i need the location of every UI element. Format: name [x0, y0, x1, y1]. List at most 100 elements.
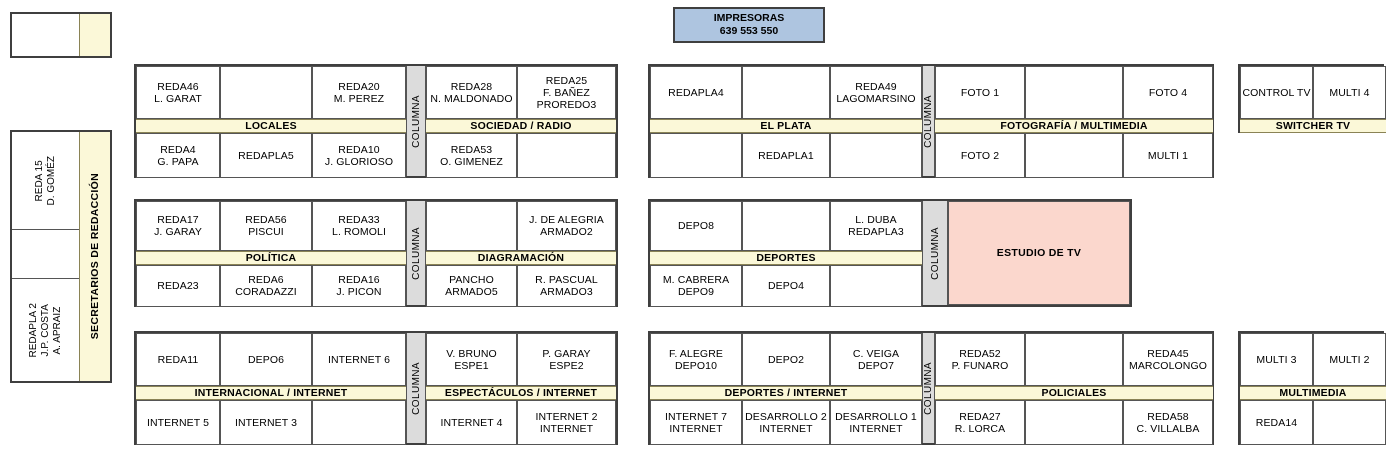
desk-cell[interactable]: REDAPLA5 — [220, 133, 312, 178]
desk-cell[interactable] — [1313, 400, 1386, 445]
desk-cell[interactable] — [517, 133, 616, 178]
desk-cell[interactable]: J. DE ALEGRIA ARMADO2 — [517, 201, 616, 251]
desk-cell[interactable]: DESARROLLO 1 INTERNET — [830, 400, 922, 445]
secretarios-cell[interactable]: REDAPLA 2 J.P. COSTA A. APRAIZ — [12, 278, 79, 381]
desk-cell[interactable]: REDA17 J. GARAY — [136, 201, 220, 251]
desk-row-top: FOTO 1 FOTO 4 — [935, 66, 1213, 119]
desk-cell[interactable]: REDA27 R. LORCA — [935, 400, 1025, 445]
desk-cell[interactable] — [742, 66, 830, 119]
desk-cell[interactable]: REDA14 — [1240, 400, 1313, 445]
desk-cell[interactable]: L. DUBA REDAPLA3 — [830, 201, 922, 251]
impresoras-title: IMPRESORAS — [713, 12, 785, 24]
desk-cell[interactable]: REDAPLA1 — [742, 133, 830, 178]
columna-label: COLUMNA — [410, 361, 422, 415]
desk-cell[interactable] — [830, 133, 922, 178]
desk-cell[interactable]: REDA23 — [136, 265, 220, 307]
desk-cell[interactable] — [742, 201, 830, 251]
desk-cell[interactable]: REDA10 J. GLORIOSO — [312, 133, 406, 178]
desk-cell[interactable]: REDA58 C. VILLALBA — [1123, 400, 1213, 445]
secretarios-stub-cell — [12, 14, 79, 56]
desk-cell[interactable] — [426, 201, 517, 251]
desk-row-top: REDA52 P. FUNARO REDA45 MARCOLONGO — [935, 333, 1213, 386]
columna-divider: COLUMNA — [922, 66, 935, 176]
desk-cell[interactable]: REDA56 PISCUI — [220, 201, 312, 251]
desk-cell[interactable]: REDA25 F. BAÑEZ PROREDO3 — [517, 66, 616, 119]
desk-row-bottom: FOTO 2 MULTI 1 — [935, 133, 1213, 178]
desk-cell[interactable]: REDA4 G. PAPA — [136, 133, 220, 178]
desk-cell[interactable]: R. PASCUAL ARMADO3 — [517, 265, 616, 307]
section-label-band: EL PLATA — [650, 119, 922, 133]
desk-cell[interactable]: REDA20 M. PEREZ — [312, 66, 406, 119]
desk-cell[interactable]: MULTI 1 — [1123, 133, 1213, 178]
desk-cell[interactable]: REDA46 L. GARAT — [136, 66, 220, 119]
desk-cell[interactable]: FOTO 2 — [935, 133, 1025, 178]
desk-cell[interactable]: INTERNET 6 — [312, 333, 406, 386]
columna-label: COLUMNA — [923, 361, 934, 415]
section-label-band: LOCALES — [136, 119, 406, 133]
desk-cell[interactable]: M. CABRERA DEPO9 — [650, 265, 742, 307]
desk-cell[interactable]: INTERNET 2 INTERNET — [517, 400, 616, 445]
columna-label: COLUMNA — [410, 226, 422, 280]
desk-cell[interactable]: REDA6 CORADAZZI — [220, 265, 312, 307]
desk-cell[interactable]: DEPO8 — [650, 201, 742, 251]
desk-cell[interactable]: DEPO6 — [220, 333, 312, 386]
secretarios-cells: REDA 15 D. GOMÉZ REDAPLA 2 J.P. COSTA A.… — [12, 132, 79, 381]
desk-cell[interactable] — [1025, 66, 1123, 119]
desk-cell[interactable]: MULTI 4 — [1313, 66, 1386, 119]
secretarios-cell[interactable]: REDA 15 D. GOMÉZ — [12, 132, 79, 231]
desk-cell[interactable]: INTERNET 3 — [220, 400, 312, 445]
desk-cell[interactable]: REDA49 LAGOMARSINO — [830, 66, 922, 119]
desk-cell[interactable]: P. GARAY ESPE2 — [517, 333, 616, 386]
desk-cell[interactable]: FOTO 1 — [935, 66, 1025, 119]
desk-row-top: REDAPLA4 REDA49 LAGOMARSINO — [650, 66, 922, 119]
desk-cell[interactable]: REDA45 MARCOLONGO — [1123, 333, 1213, 386]
section-label-band: DEPORTES / INTERNET — [650, 386, 922, 400]
secretarios-top-stub — [10, 12, 112, 58]
desk-cell[interactable] — [650, 133, 742, 178]
desk-row-top: REDA46 L. GARAT REDA20 M. PEREZ — [136, 66, 406, 119]
desk-cell[interactable]: INTERNET 7 INTERNET — [650, 400, 742, 445]
desk-cell[interactable]: DEPO4 — [742, 265, 830, 307]
desk-cell[interactable]: INTERNET 5 — [136, 400, 220, 445]
desk-cell[interactable]: MULTI 3 — [1240, 333, 1313, 386]
secretarios-band: SECRETARIOS DE REDACCIÓN — [79, 132, 110, 381]
desk-cell[interactable]: REDA11 — [136, 333, 220, 386]
desk-cell[interactable]: FOTO 4 — [1123, 66, 1213, 119]
desk-cell[interactable] — [220, 66, 312, 119]
desk-row-bottom: REDA14 — [1240, 400, 1386, 445]
desk-cell[interactable]: F. ALEGRE DEPO10 — [650, 333, 742, 386]
columna-label: COLUMNA — [410, 94, 422, 148]
desk-cell[interactable]: PANCHO ARMADO5 — [426, 265, 517, 307]
desk-cell[interactable]: REDA28 N. MALDONADO — [426, 66, 517, 119]
desk-cell[interactable] — [312, 400, 406, 445]
section-label-band: POLICIALES — [935, 386, 1213, 400]
desk-cell[interactable]: REDA33 L. ROMOLI — [312, 201, 406, 251]
desk-cell[interactable]: REDA16 J. PICON — [312, 265, 406, 307]
estudio-de-tv-room[interactable]: ESTUDIO DE TV — [948, 201, 1130, 305]
desk-cell[interactable]: CONTROL TV — [1240, 66, 1313, 119]
desk-cell[interactable]: REDA52 P. FUNARO — [935, 333, 1025, 386]
desk-cell[interactable]: REDA53 O. GIMENEZ — [426, 133, 517, 178]
desk-cell[interactable]: REDAPLA4 — [650, 66, 742, 119]
desk-cell[interactable] — [1025, 133, 1123, 178]
desk-row-bottom: REDA53 O. GIMENEZ — [426, 133, 616, 178]
desk-cell[interactable] — [1025, 333, 1123, 386]
desk-cell[interactable]: MULTI 2 — [1313, 333, 1386, 386]
desk-cell[interactable]: DESARROLLO 2 INTERNET — [742, 400, 830, 445]
desk-cell[interactable]: DEPO2 — [742, 333, 830, 386]
columna-divider: COLUMNA — [922, 201, 948, 305]
desk-cell[interactable]: V. BRUNO ESPE1 — [426, 333, 517, 386]
desk-cell[interactable]: INTERNET 4 — [426, 400, 517, 445]
secretarios-cell[interactable] — [12, 230, 79, 279]
desk-cell[interactable] — [830, 265, 922, 307]
desk-cell[interactable] — [1025, 400, 1123, 445]
desk-cell[interactable]: C. VEIGA DEPO7 — [830, 333, 922, 386]
